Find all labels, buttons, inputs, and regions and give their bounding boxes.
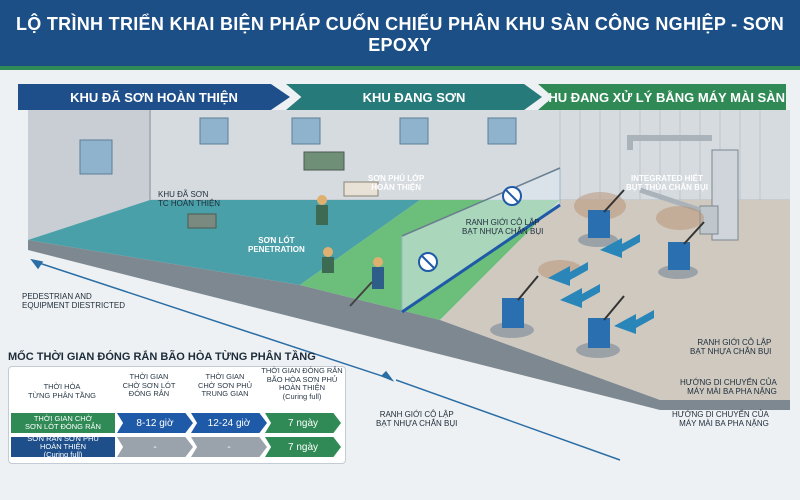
windows — [79, 117, 517, 175]
timeline-cell-1-2: 12-24 giờ — [191, 413, 267, 433]
no-dust-sign-icon — [418, 186, 522, 272]
zone-finished-banner: KHU ĐÃ SƠN HOÀN THIỆN — [18, 84, 290, 110]
timeline-title: MỐC THỜI GIAN ĐÓNG RẮN BÃO HÒA TỪNG PHÂN… — [8, 351, 316, 363]
left-wall — [28, 110, 150, 240]
timeline-cell-1-3: 7 ngày — [265, 413, 341, 433]
material-block-3 — [343, 181, 379, 197]
timeline-cell-2-3: 7 ngày — [265, 437, 341, 457]
floor-grinding — [440, 200, 790, 400]
page-title: LỘ TRÌNH TRIỂN KHAI BIỆN PHÁP CUỐN CHIẾU… — [15, 14, 785, 55]
material-block-1 — [187, 213, 217, 229]
warehouse-scene — [28, 110, 790, 461]
grinder-machines — [490, 189, 705, 358]
timeline-cell-2-1: - — [117, 437, 193, 457]
floor-edge — [28, 240, 790, 410]
zone-painting-banner: KHU ĐANG SƠN — [286, 84, 542, 110]
title-banner: LỘ TRÌNH TRIỂN KHAI BIỆN PHÁP CUỐN CHIẾU… — [0, 0, 800, 70]
timeline-cell-1-1: 8-12 giờ — [117, 413, 193, 433]
timeline-cell-2-2: - — [191, 437, 267, 457]
worker-icons — [316, 195, 384, 307]
movement-arrows — [548, 234, 654, 334]
zone-grinding-banner: KHU ĐANG XỬ LÝ BẰNG MÁY MÀI SÀN — [538, 84, 786, 110]
boundary-dimension-line — [30, 258, 621, 461]
dust-extractor — [627, 135, 739, 241]
material-block-2 — [303, 151, 345, 171]
